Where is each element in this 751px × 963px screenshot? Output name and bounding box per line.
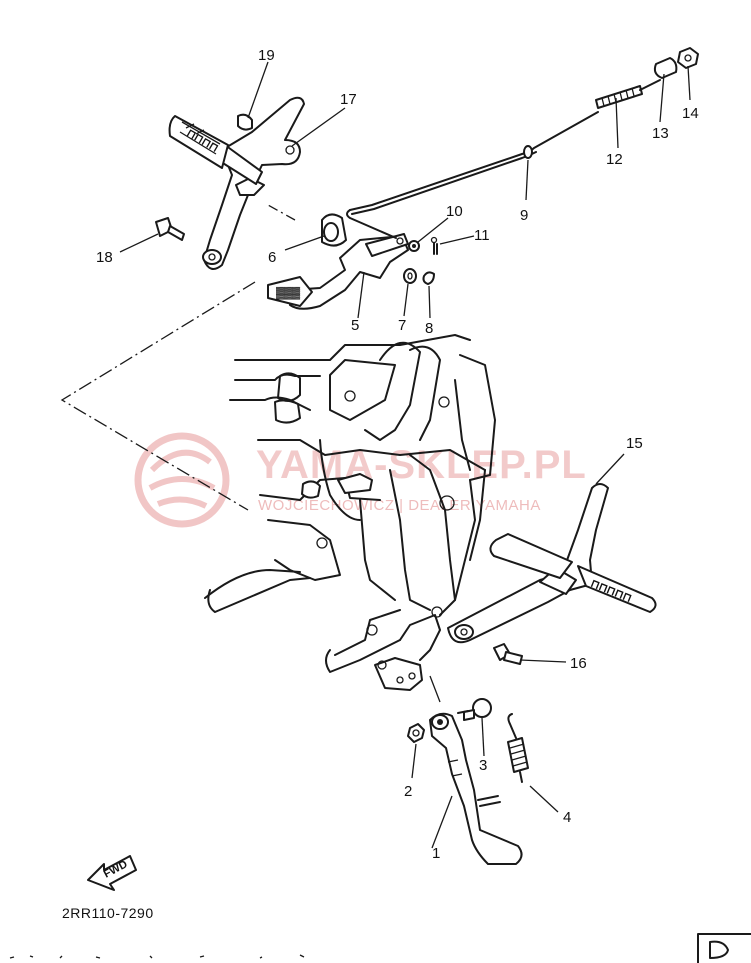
- callout-4[interactable]: 4: [563, 809, 571, 826]
- part-13-joint: [653, 57, 678, 79]
- part-3-bolt: [457, 698, 492, 721]
- callout-9[interactable]: 9: [520, 207, 528, 224]
- callout-18[interactable]: 18: [96, 249, 113, 266]
- callout-19[interactable]: 19: [258, 47, 275, 64]
- corner-box: [697, 933, 751, 963]
- callout-7[interactable]: 7: [398, 317, 406, 334]
- callout-13[interactable]: 13: [652, 125, 669, 142]
- part-15-bracket: [447, 483, 609, 644]
- part-12-adjuster: [595, 79, 661, 109]
- pedal-rubber-marking: ▓▓▓: [276, 286, 301, 300]
- part-7-washer: [403, 268, 417, 284]
- part-16-bolt: [493, 643, 523, 665]
- callout-numbers: 1 2 3 4 5 6 7 8 9 10 11 12 13 14 15 16 1…: [96, 47, 699, 862]
- part-4-spring: [477, 713, 529, 807]
- part-10-washer: [408, 240, 420, 252]
- watermark-title: YAMA-SKLEP.PL: [256, 443, 587, 487]
- part-8-clip: [422, 271, 435, 285]
- part-6-shaft: [321, 213, 347, 247]
- leader-lines: [119, 61, 691, 849]
- watermark: YAMA-SKLEP.PL WOJCIECHOWICZ | DEALER YAM…: [134, 432, 587, 528]
- callout-15[interactable]: 15: [626, 435, 643, 452]
- callout-3[interactable]: 3: [479, 757, 487, 774]
- frame: [204, 334, 496, 691]
- callout-16[interactable]: 16: [570, 655, 587, 672]
- callout-6[interactable]: 6: [268, 249, 276, 266]
- callout-1[interactable]: 1: [432, 845, 440, 862]
- watermark-subtitle: WOJCIECHOWICZ | DEALER YAMAHA: [258, 497, 541, 514]
- callout-8[interactable]: 8: [425, 320, 433, 337]
- part-14-nut: [677, 47, 699, 69]
- part-17-bracket: [202, 96, 305, 270]
- part-1-sidestand: [429, 712, 523, 865]
- callout-10[interactable]: 10: [446, 203, 463, 220]
- callout-12[interactable]: 12: [606, 151, 623, 168]
- callout-2[interactable]: 2: [404, 783, 412, 800]
- part-9-rod: [346, 111, 599, 239]
- part-5-pedal: ▓▓▓: [267, 233, 409, 310]
- part-11-pin: [430, 236, 438, 255]
- callout-5[interactable]: 5: [351, 317, 359, 334]
- fwd-arrow-icon: FWD: [87, 855, 137, 891]
- callout-17[interactable]: 17: [340, 91, 357, 108]
- callout-14[interactable]: 14: [682, 105, 699, 122]
- diagram-code: 2RR110-7290: [62, 905, 154, 921]
- part-18-bolt: [155, 217, 185, 241]
- callout-11[interactable]: 11: [474, 227, 490, 244]
- part-2-nut: [407, 723, 425, 743]
